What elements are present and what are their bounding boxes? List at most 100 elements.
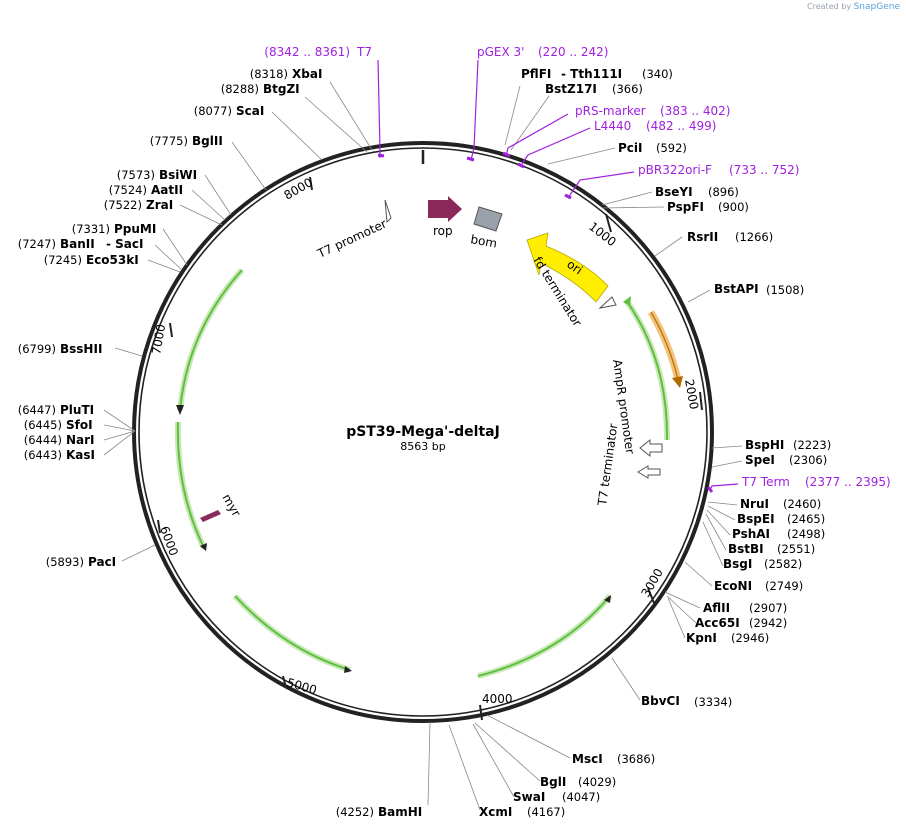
restriction-site-label[interactable]: - SacI	[106, 237, 143, 251]
restriction-site-label[interactable]: NruI	[740, 497, 769, 511]
site-position: (2942)	[749, 616, 787, 630]
primer-range: (383 .. 402)	[660, 104, 730, 118]
restriction-site-label[interactable]: BspHI	[745, 438, 784, 452]
primer-label[interactable]: L4440	[594, 119, 631, 133]
site-position: (7524)	[109, 183, 147, 197]
site-position: (1508)	[766, 283, 804, 297]
site-position: (6443)	[24, 448, 62, 462]
tick-mark-3000	[647, 587, 655, 604]
snapgene-credit: Created by SnapGene	[807, 2, 900, 12]
site-leader-lines	[103, 81, 743, 811]
restriction-site-label[interactable]: SfoI	[66, 418, 93, 432]
restriction-site-label[interactable]: KpnI	[686, 631, 717, 645]
tick-label-7000: 7000	[149, 323, 168, 356]
site-position: (4167)	[527, 805, 565, 819]
tick-mark-2000	[699, 391, 703, 411]
rop-label: rop	[433, 224, 453, 238]
t7-terminator-label: T7 terminator	[595, 423, 621, 508]
restriction-site-label[interactable]: - Tth111I	[561, 67, 622, 81]
restriction-site-label[interactable]: BspEI	[737, 512, 775, 526]
site-position: (2582)	[764, 557, 802, 571]
restriction-site-label[interactable]: BanII	[60, 237, 95, 251]
restriction-site-label[interactable]: BseYI	[655, 185, 693, 199]
restriction-site-label[interactable]: BsgI	[723, 557, 752, 571]
site-position: (7573)	[117, 168, 155, 182]
t7-terminator-feature	[639, 438, 663, 458]
restriction-site-label[interactable]: ScaI	[236, 104, 264, 118]
plasmid-size: 8563 bp	[400, 440, 445, 453]
site-position: (7331)	[72, 222, 110, 236]
site-position: (6445)	[24, 418, 62, 432]
t7-terminator-arrow	[637, 465, 661, 479]
restriction-site-label[interactable]: PshAI	[732, 527, 770, 541]
tick-label-2000: 2000	[682, 378, 701, 411]
restriction-site-label[interactable]: AatII	[151, 183, 183, 197]
restriction-site-label[interactable]: BglII	[192, 134, 223, 148]
primer-label[interactable]: pGEX 3'	[477, 45, 524, 59]
primer-range: (733 .. 752)	[729, 163, 799, 177]
restriction-site-label[interactable]: RsrII	[687, 230, 718, 244]
site-position: (8077)	[194, 104, 232, 118]
restriction-site-label[interactable]: Acc65I	[695, 616, 740, 630]
tick-mark-5000	[282, 675, 287, 689]
bom-label: bom	[469, 232, 498, 250]
tick-marks	[157, 176, 703, 721]
restriction-site-label[interactable]: BbvCI	[641, 694, 680, 708]
restriction-site-label[interactable]: KasI	[66, 448, 95, 462]
restriction-site-label[interactable]: XbaI	[292, 67, 322, 81]
restriction-site-label[interactable]: MscI	[572, 752, 603, 766]
restriction-site-label[interactable]: BtgZI	[263, 82, 300, 96]
site-position: (3686)	[617, 752, 655, 766]
site-position: (6447)	[18, 403, 56, 417]
site-position: (2749)	[765, 579, 803, 593]
bom-feature	[473, 206, 503, 232]
fd-terminator-feature	[598, 296, 617, 309]
primer-label[interactable]: pBR322ori-F	[638, 163, 712, 177]
site-position: (1266)	[735, 230, 773, 244]
restriction-site-label[interactable]: BstBI	[728, 542, 764, 556]
restriction-site-label[interactable]: PluTI	[60, 403, 94, 417]
restriction-site-label[interactable]: SpeI	[745, 453, 775, 467]
site-position: (2907)	[749, 601, 787, 615]
primer-range: (220 .. 242)	[538, 45, 608, 59]
restriction-site-label[interactable]: PacI	[88, 555, 116, 569]
restriction-site-label[interactable]: SwaI	[513, 790, 545, 804]
restriction-site-label[interactable]: Eco53kI	[86, 253, 139, 267]
restriction-site-label[interactable]: ZraI	[146, 198, 173, 212]
restriction-site-label[interactable]: BssHII	[60, 342, 102, 356]
primer-label[interactable]: T7 Term	[741, 475, 790, 489]
restriction-site-label[interactable]: BamHI	[378, 805, 422, 819]
site-position: (7522)	[104, 198, 142, 212]
site-position: (340)	[642, 67, 673, 81]
restriction-site-label[interactable]: NarI	[66, 433, 95, 447]
primer-marks	[377, 151, 714, 493]
primer-label[interactable]: pRS-marker	[575, 104, 646, 118]
restriction-site-label[interactable]: BsiWI	[159, 168, 197, 182]
restriction-site-label[interactable]: AflII	[703, 601, 730, 615]
site-position: (3334)	[694, 695, 732, 709]
site-position: (5893)	[46, 555, 84, 569]
restriction-site-label[interactable]: XcmI	[479, 805, 512, 819]
site-position: (900)	[718, 200, 749, 214]
primer-range: (482 .. 499)	[646, 119, 716, 133]
tick-mark-1000	[605, 213, 612, 233]
site-position: (2551)	[777, 542, 815, 556]
myr-feature	[200, 510, 221, 522]
rop-feature	[428, 196, 462, 222]
restriction-site-label[interactable]: EcoNI	[714, 579, 752, 593]
feature-t7-promoter	[384, 199, 392, 224]
restriction-site-label[interactable]: PflFI	[521, 67, 551, 81]
tick-mark-6000	[157, 519, 161, 534]
plasmid-name: pST39-Mega'-deltaJ	[346, 424, 500, 440]
restriction-site-label[interactable]: PpuMI	[114, 222, 156, 236]
restriction-site-label[interactable]: PspFI	[667, 200, 704, 214]
primer-range: (2377 .. 2395)	[805, 475, 891, 489]
restriction-site-label[interactable]: BstZ17I	[545, 82, 597, 96]
primer-label[interactable]: T7	[356, 45, 372, 59]
site-position: (2946)	[731, 631, 769, 645]
restriction-site-label[interactable]: BstAPI	[714, 282, 759, 296]
restriction-site-label[interactable]: BglI	[540, 775, 566, 789]
restriction-site-label[interactable]: PciI	[618, 141, 643, 155]
site-position: (366)	[612, 82, 643, 96]
